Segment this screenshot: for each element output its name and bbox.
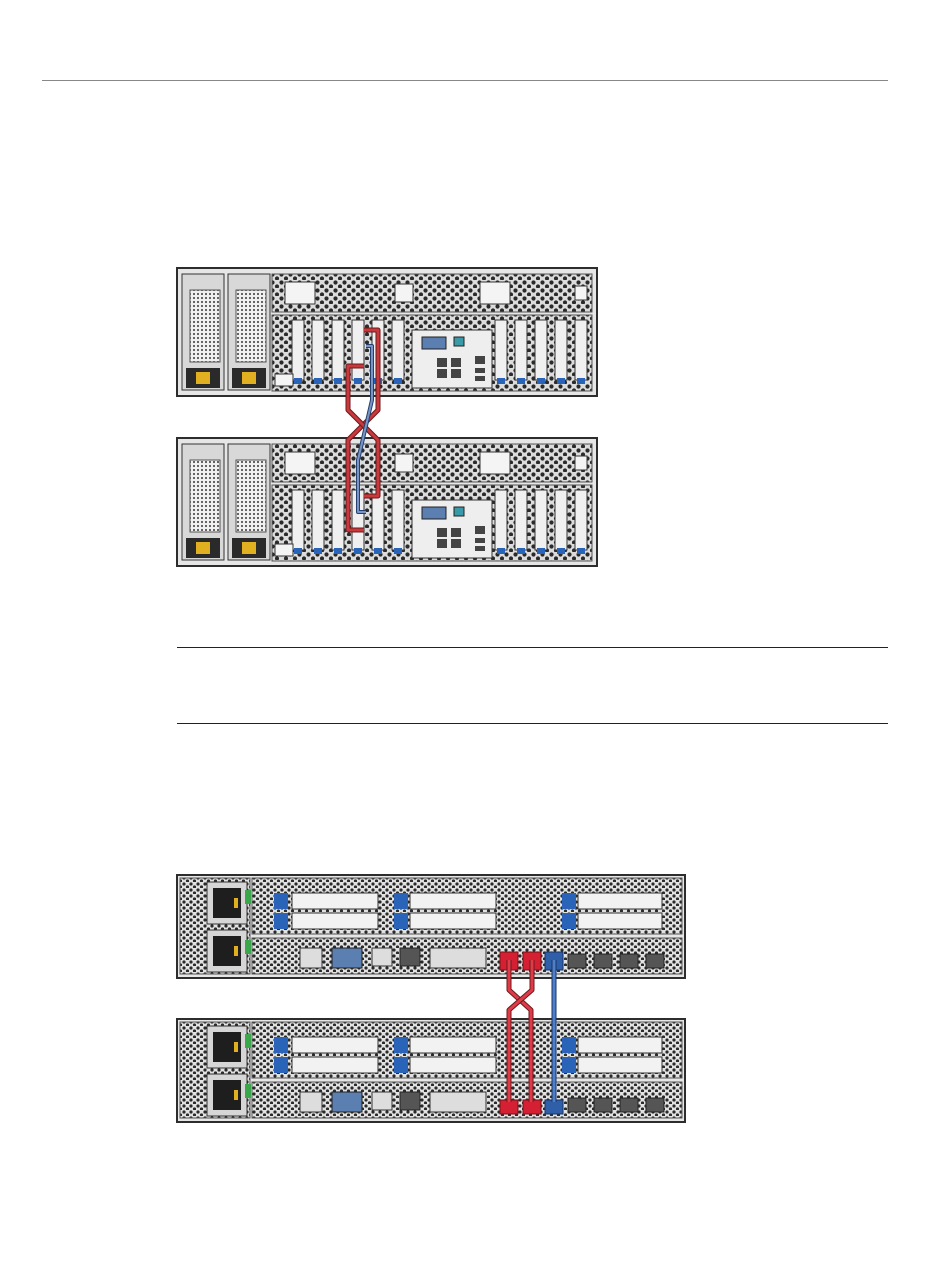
chassis-b2 — [177, 1019, 685, 1122]
interconnect-port-2 — [523, 1100, 541, 1114]
interconnect-port-1 — [500, 1100, 518, 1114]
network-port — [545, 1100, 563, 1114]
chassis-b1 — [177, 875, 685, 978]
